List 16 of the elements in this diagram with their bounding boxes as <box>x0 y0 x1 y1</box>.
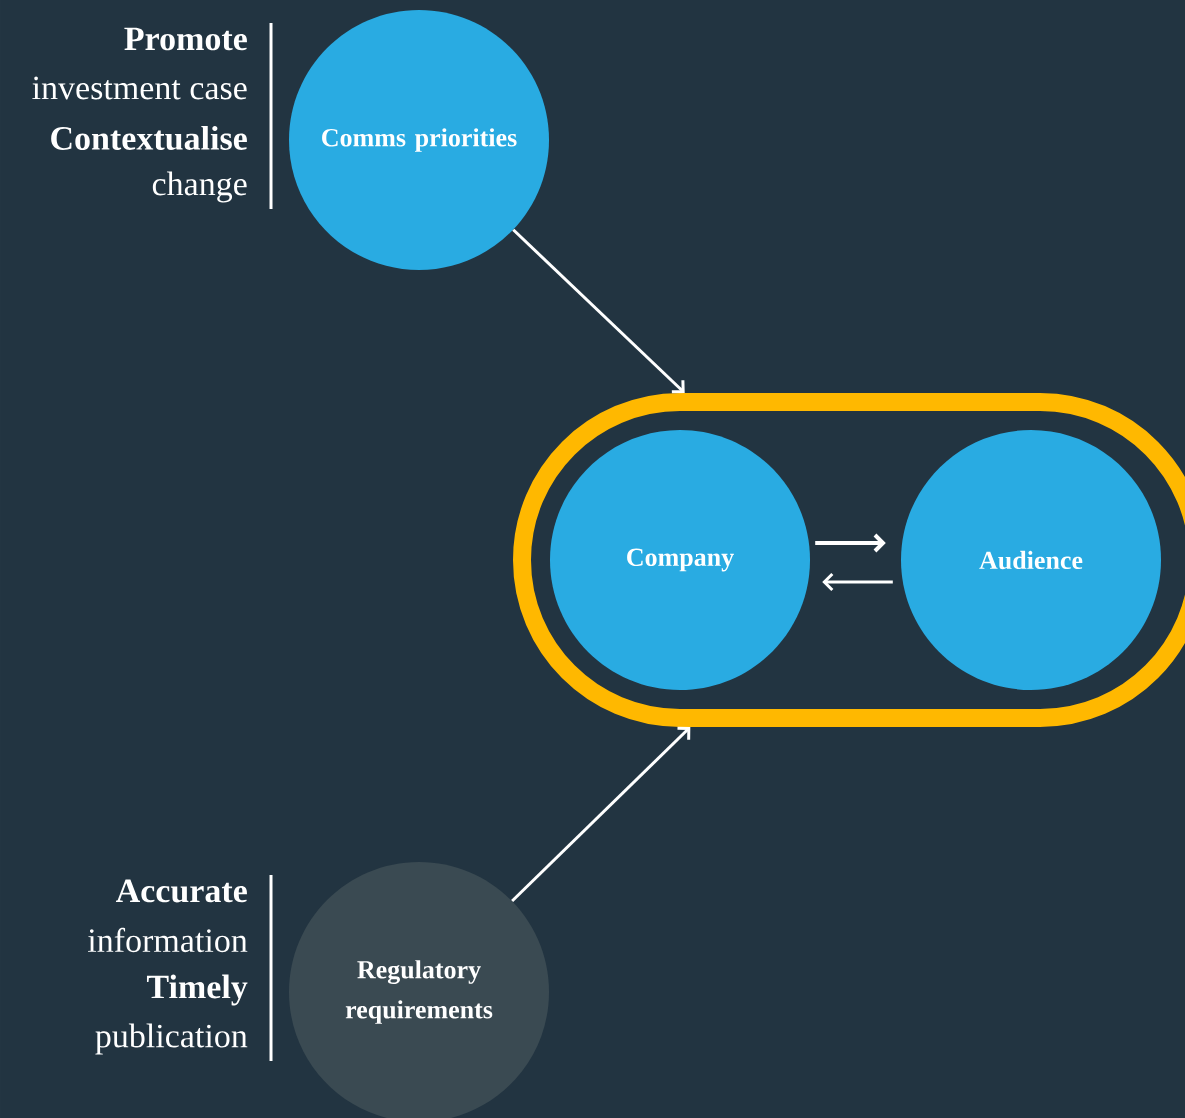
arrow <box>511 726 691 903</box>
side-label: Contextualise <box>51 126 247 150</box>
arrow <box>815 533 886 553</box>
side-label: Promote <box>124 27 247 51</box>
side-label: publication <box>95 1023 248 1055</box>
circle-node: Audience <box>901 430 1161 690</box>
side-label: investment case <box>32 76 247 100</box>
side-label: Timely <box>146 974 248 1006</box>
side-label: change <box>152 171 247 203</box>
rounded-outline <box>513 393 1185 727</box>
arrow <box>512 228 685 394</box>
side-label: information <box>88 927 248 953</box>
circle-node: Company <box>550 430 810 690</box>
side-label: Accurate <box>116 879 247 903</box>
arrow <box>822 572 893 592</box>
circle-node: Comms priorities <box>289 10 549 270</box>
